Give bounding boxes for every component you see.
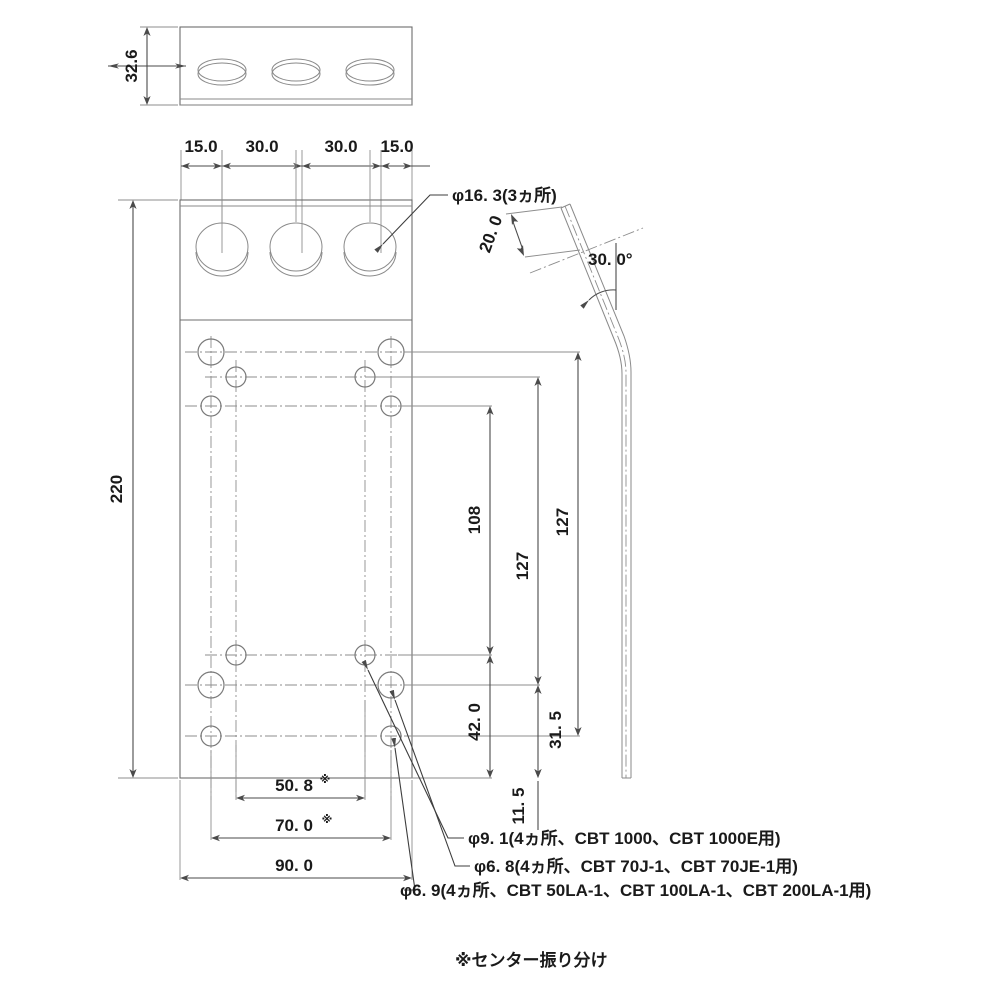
dimension-108: 108 bbox=[398, 405, 494, 656]
callout-label-9-1: φ9. 1(4ヵ所、CBT 1000、CBT 1000E用) bbox=[468, 829, 781, 848]
dimension-label-32-6: 32.6 bbox=[122, 49, 141, 82]
hole-6-8-lower-left bbox=[225, 644, 247, 666]
dimension-50-8: 50. 8 ※ bbox=[235, 700, 366, 802]
dimension-label-42-0: 42. 0 bbox=[465, 703, 484, 741]
callout-9-1: φ9. 1(4ヵ所、CBT 1000、CBT 1000E用) bbox=[361, 659, 781, 848]
hole-9-1-lower-left bbox=[197, 671, 225, 699]
dimension-label-50-8: 50. 8 bbox=[275, 776, 313, 795]
dimension-label-30-0-right: 30.0 bbox=[324, 137, 357, 156]
callout-label-6-9: φ6. 9(4ヵ所、CBT 50LA-1、CBT 100LA-1、CBT 200… bbox=[400, 881, 871, 900]
dimension-label-127-outer: 127 bbox=[553, 508, 572, 536]
callout-6-9: φ6. 9(4ヵ所、CBT 50LA-1、CBT 100LA-1、CBT 200… bbox=[391, 737, 871, 900]
hole-9-1-upper-left bbox=[197, 338, 225, 366]
dimension-31-5: 31. 5 bbox=[534, 685, 565, 778]
dimension-label-20-0: 20. 0 bbox=[475, 213, 506, 255]
front-view-plate bbox=[179, 199, 413, 779]
dimension-label-11-5: 11. 5 bbox=[509, 788, 528, 825]
dimension-127-outer: 127 bbox=[404, 351, 582, 737]
dimension-32-6: 32.6 bbox=[108, 26, 186, 106]
dimension-220: 220 bbox=[107, 199, 178, 779]
callout-6-8: φ6. 8(4ヵ所、CBT 70J-1、CBT 70JE-1用) bbox=[389, 689, 798, 876]
dimension-label-15-0-left: 15.0 bbox=[184, 137, 217, 156]
callout-16-3: φ16. 3(3ヵ所) bbox=[374, 186, 557, 253]
side-view-bracket bbox=[529, 203, 644, 779]
dimension-42-0: 42. 0 bbox=[398, 655, 494, 779]
dimension-chain-top: 15.0 30.0 30.0 15.0 bbox=[180, 137, 430, 253]
dimension-20-0: 20. 0 bbox=[475, 206, 581, 258]
dimension-label-127-inner: 127 bbox=[513, 552, 532, 580]
dimension-label-31-5: 31. 5 bbox=[546, 711, 565, 749]
top-view-plate bbox=[179, 26, 413, 106]
hole-6-9-lower-right bbox=[380, 725, 402, 747]
hole-6-8-upper-left bbox=[225, 366, 247, 388]
top-view-hole-2 bbox=[271, 58, 321, 86]
hole-6-9-lower-left bbox=[200, 725, 222, 747]
dimension-mark-70-0: ※ bbox=[322, 814, 333, 826]
dimension-label-30-0-left: 30.0 bbox=[245, 137, 278, 156]
mounting-holes-lower bbox=[197, 644, 405, 747]
dimension-label-30-deg: 30. 0° bbox=[588, 250, 633, 269]
dimension-label-15-0-right: 15.0 bbox=[380, 137, 413, 156]
dimension-90-0: 90. 0 bbox=[179, 780, 413, 882]
dimension-label-70-0: 70. 0 bbox=[275, 816, 313, 835]
dimension-70-0: 70. 0 ※ bbox=[210, 750, 392, 842]
top-view-hole-3 bbox=[345, 58, 395, 86]
dimension-11-5: 11. 5 bbox=[509, 769, 542, 830]
hole-6-8-upper-right bbox=[354, 366, 376, 388]
dimension-mark-50-8: ※ bbox=[320, 774, 331, 786]
footnote-label: ※センター振り分け bbox=[455, 950, 608, 970]
top-view-hole-1 bbox=[197, 58, 247, 86]
hole-6-9-upper-left bbox=[200, 395, 222, 417]
dimension-label-108: 108 bbox=[465, 506, 484, 534]
mounting-holes-upper bbox=[197, 338, 405, 417]
front-view-hole-16-3-group bbox=[195, 150, 397, 277]
callout-label-16-3: φ16. 3(3ヵ所) bbox=[452, 186, 557, 205]
dimension-127-inner: 127 bbox=[376, 376, 542, 686]
dimension-label-220: 220 bbox=[107, 475, 126, 503]
dimension-label-90-0: 90. 0 bbox=[275, 856, 313, 875]
callout-label-6-8: φ6. 8(4ヵ所、CBT 70J-1、CBT 70JE-1用) bbox=[474, 857, 798, 876]
